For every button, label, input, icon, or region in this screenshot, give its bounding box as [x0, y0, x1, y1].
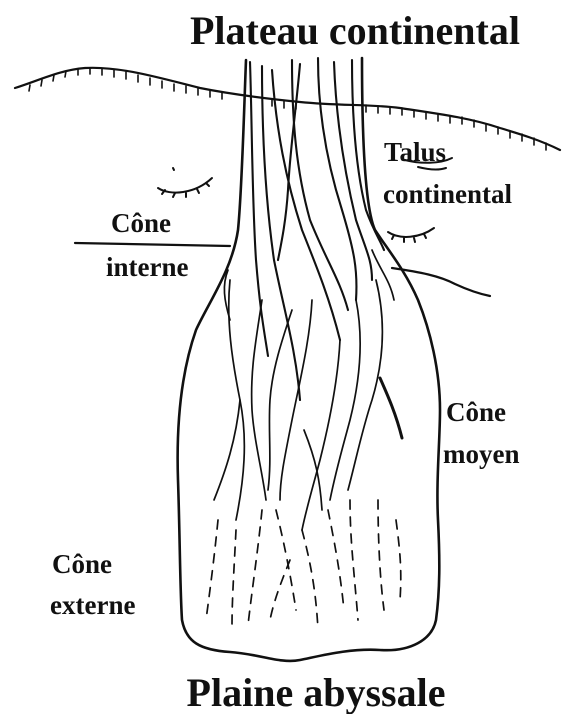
slope-base-line-right — [392, 268, 490, 296]
shelf-edge-line — [15, 68, 560, 150]
label-cone-moyen-line2: moyen — [443, 439, 520, 469]
label-talus-line2: continental — [383, 179, 513, 209]
canyon-channels — [250, 58, 384, 400]
label-talus-line1: Talus — [384, 137, 446, 167]
side-channel — [380, 378, 402, 438]
label-cone-moyen: Cône moyen — [443, 397, 520, 469]
slope-base-line-left — [75, 243, 230, 246]
label-cone-interne-line2: interne — [106, 252, 188, 282]
label-talus-continental: Talus continental — [383, 137, 513, 209]
outer-fan-dashed-channels — [206, 500, 401, 630]
label-cone-moyen-line1: Cône — [446, 397, 506, 427]
label-cone-externe-line2: externe — [50, 590, 135, 620]
distributary-channels — [214, 250, 394, 530]
label-cone-externe: Cône externe — [50, 549, 135, 620]
label-cone-interne-line1: Cône — [111, 208, 171, 238]
title-plaine-abyssale: Plaine abyssale — [187, 670, 446, 714]
title-plateau-continental: Plateau continental — [190, 8, 520, 53]
label-cone-externe-line1: Cône — [52, 549, 112, 579]
